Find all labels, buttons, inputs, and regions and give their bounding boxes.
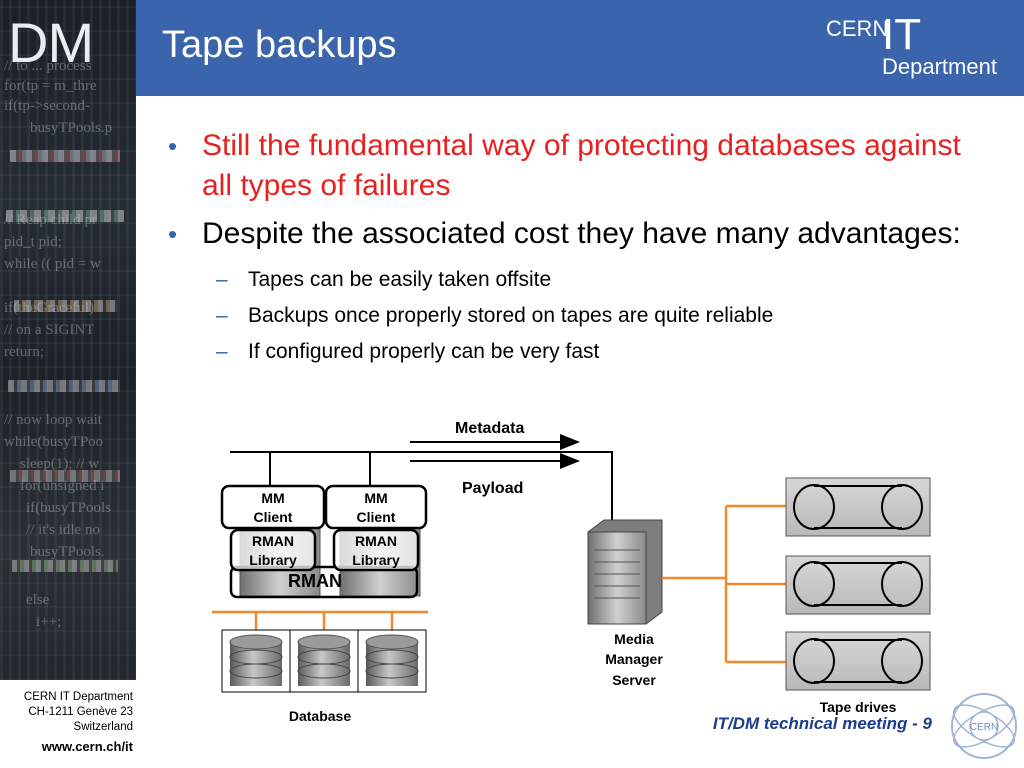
dash-icon: – <box>216 340 228 363</box>
cern-seal-icon: CERN <box>951 693 1017 759</box>
code-line: // now loop wait <box>4 412 102 428</box>
tape-drive-icon <box>785 555 931 615</box>
code-line: // it's idle no <box>26 522 100 538</box>
logo-cern-text: CERN <box>826 16 889 41</box>
code-line: // Reap child pr <box>4 212 97 228</box>
mm-client-box-right <box>324 484 428 530</box>
rman-library-text: Library <box>352 552 400 568</box>
cern-it-logo: CERN IT Department <box>826 6 1016 84</box>
dash-icon: – <box>216 268 228 291</box>
rman-library-box-right <box>332 528 420 572</box>
sub-bullet-item: –Tapes can be easily taken offsite <box>168 262 988 298</box>
code-line: for(tp = m_thre <box>4 78 97 94</box>
website-link[interactable]: www.cern.ch/it <box>41 739 133 754</box>
address-line: Switzerland <box>73 721 133 733</box>
tape-drives-label: Tape drives <box>820 699 897 715</box>
bullet-dot-icon: • <box>168 131 178 161</box>
payload-label: Payload <box>462 480 523 497</box>
code-line: while(busyTPoo <box>4 434 104 450</box>
tape-drive-icon <box>785 631 931 691</box>
media-manager-label: Server <box>612 672 656 688</box>
address-line: CERN IT Department <box>23 691 133 703</box>
logo-department-text: Department <box>882 54 997 79</box>
media-manager-label: Manager <box>605 651 663 667</box>
code-line: // to ... process <box>4 58 92 74</box>
code-line: busyTPools.p <box>30 120 113 136</box>
media-manager-label: Media <box>614 631 654 647</box>
rman-library-text: RMAN <box>252 533 294 549</box>
metadata-line <box>230 434 613 520</box>
address-block: CERN IT Department CH-1211 Genève 23 Swi… <box>0 680 136 768</box>
mm-client-text: MM <box>364 490 387 506</box>
sub-bullet-text: If configured properly can be very fast <box>248 340 600 363</box>
rman-library-box-left <box>229 528 317 572</box>
code-line: if(tp->second- <box>4 98 90 114</box>
database-icon <box>221 629 291 693</box>
sub-bullet-item: –If configured properly can be very fast <box>168 334 988 370</box>
database-icon <box>357 629 427 693</box>
rman-library-text: Library <box>249 552 297 568</box>
meeting-footer: IT/DM technical meeting - 9 <box>712 714 932 733</box>
mm-client-text: Client <box>357 509 396 525</box>
code-line: if(theGraceful) <box>4 300 94 316</box>
code-line: return; <box>4 344 44 360</box>
backup-architecture-diagram: Metadata Payload RMAN MM Client MM Clien… <box>212 420 931 724</box>
code-line: busyTPools. <box>30 544 105 560</box>
mm-client-text: MM <box>261 490 284 506</box>
rman-box <box>229 565 419 599</box>
bullet-dot-icon: • <box>168 219 178 249</box>
rman-label: RMAN <box>288 571 342 591</box>
database-icon <box>289 629 359 693</box>
dm-logo: DM <box>8 11 94 74</box>
tape-drive-icon <box>785 477 931 537</box>
code-line: i++; <box>36 614 62 630</box>
bullet-text: Still the fundamental way of protecting … <box>202 129 961 202</box>
logo-it-text: IT <box>882 10 922 59</box>
dash-icon: – <box>216 304 228 327</box>
metadata-label: Metadata <box>455 420 524 437</box>
mm-client-box-left <box>220 484 326 530</box>
rman-library-text: RMAN <box>355 533 397 549</box>
code-line: for(unsigned i <box>20 478 105 494</box>
code-line: pid_t pid; <box>4 234 62 250</box>
page-title: Tape backups <box>162 24 397 66</box>
bullet-item: • Still the fundamental way of protectin… <box>168 126 988 206</box>
mm-client-text: Client <box>254 509 293 525</box>
code-line: while (( pid = w <box>4 256 101 272</box>
sub-bullet-text: Backups once properly stored on tapes ar… <box>248 304 774 327</box>
code-line: if(busyTPools <box>26 500 112 516</box>
code-line: sleep(1); // w <box>20 456 100 472</box>
code-line: // on a SIGINT <box>4 322 95 338</box>
sidebar: // to ... process for(tp = m_thre if(tp-… <box>0 0 136 768</box>
sub-bullet-text: Tapes can be easily taken offsite <box>248 268 552 291</box>
code-line: else <box>26 592 50 608</box>
server-rack-photo: // to ... process for(tp = m_thre if(tp-… <box>0 0 136 680</box>
header-bar: Tape backups CERN IT Department <box>136 0 1024 96</box>
database-connector <box>212 610 428 632</box>
bullet-list: • Still the fundamental way of protectin… <box>168 126 988 370</box>
media-manager-server-icon <box>587 519 663 625</box>
bullet-text: Despite the associated cost they have ma… <box>202 217 961 250</box>
bullet-item: • Despite the associated cost they have … <box>168 214 988 254</box>
sub-bullet-item: –Backups once properly stored on tapes a… <box>168 298 988 334</box>
tape-drive-connector <box>662 504 786 664</box>
address-line: CH-1211 Genève 23 <box>28 706 133 718</box>
seal-text: CERN <box>970 722 998 733</box>
database-label: Database <box>289 708 351 724</box>
